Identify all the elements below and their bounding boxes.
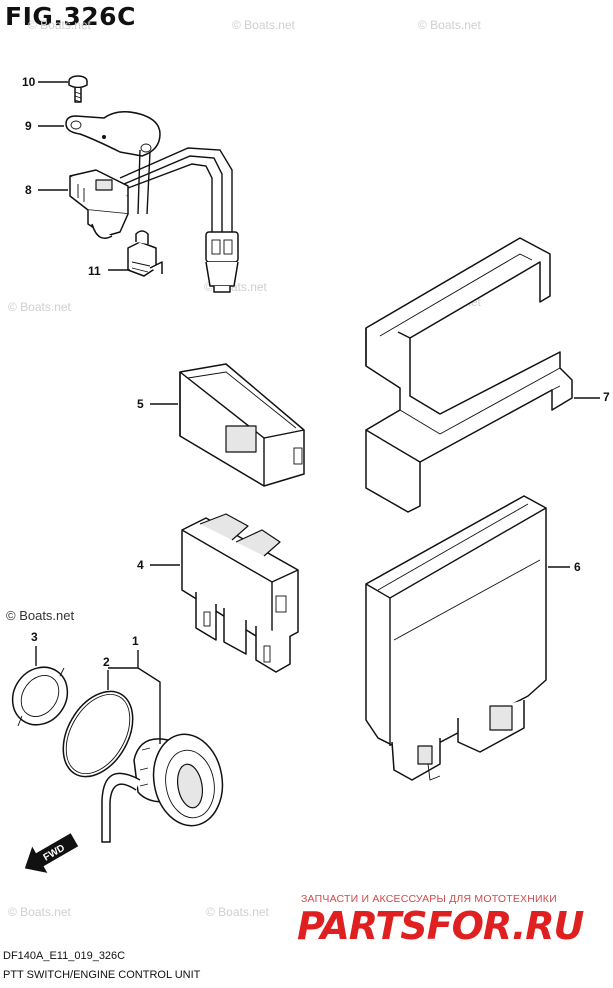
callout-1[interactable]: 1 <box>132 634 139 648</box>
watermark: © Boats.net <box>8 905 71 919</box>
callout-8[interactable]: 8 <box>25 183 32 197</box>
callout-4[interactable]: 4 <box>137 558 144 572</box>
part-11-clip[interactable] <box>127 230 163 277</box>
part-1-trim-switch[interactable] <box>101 729 229 843</box>
fwd-arrow-label: FWD <box>42 843 67 864</box>
callout-6[interactable]: 6 <box>574 560 581 574</box>
callout-5[interactable]: 5 <box>137 397 144 411</box>
figure-caption: PTT SWITCH/ENGINE CONTROL UNIT <box>3 969 201 981</box>
callout-9[interactable]: 9 <box>25 119 32 133</box>
part-9-bracket[interactable] <box>65 111 161 215</box>
part-10-screw[interactable] <box>68 75 88 103</box>
part-2-o-ring[interactable] <box>49 679 147 789</box>
figure-title: FIG.326C <box>5 2 136 31</box>
leader-line <box>137 650 161 744</box>
watermark: © Boats.net <box>206 905 269 919</box>
figure-code: DF140A_E11_019_326C <box>3 950 126 962</box>
part-6-ecu[interactable] <box>365 495 547 781</box>
watermark: © Boats.net <box>28 18 91 32</box>
part-4-module[interactable] <box>181 513 299 673</box>
callout-10[interactable]: 10 <box>22 75 36 89</box>
part-7-holder[interactable] <box>365 237 573 513</box>
brand-tagline: ЗАПЧАСТИ И АКСЕССУАРЫ ДЛЯ МОТОТЕХНИКИ <box>301 893 557 905</box>
callout-7[interactable]: 7 <box>603 390 610 404</box>
watermark: © Boats.net <box>232 18 295 32</box>
wire-connector[interactable] <box>205 231 239 293</box>
callout-2[interactable]: 2 <box>103 655 110 669</box>
watermark: © Boats.net <box>418 18 481 32</box>
callout-3[interactable]: 3 <box>31 630 38 644</box>
callout-11[interactable]: 11 <box>88 264 101 278</box>
watermark: © Boats.net <box>8 300 71 314</box>
part-8-ptt-switch[interactable] <box>69 147 233 240</box>
part-5-cover[interactable] <box>179 363 305 487</box>
part-3-ring-nut[interactable] <box>1 657 78 736</box>
fwd-arrow-icon: FWD <box>24 833 79 873</box>
watermark: © Boats.net <box>6 608 75 623</box>
brand-logo: PARTSFOR.RU <box>297 904 584 948</box>
